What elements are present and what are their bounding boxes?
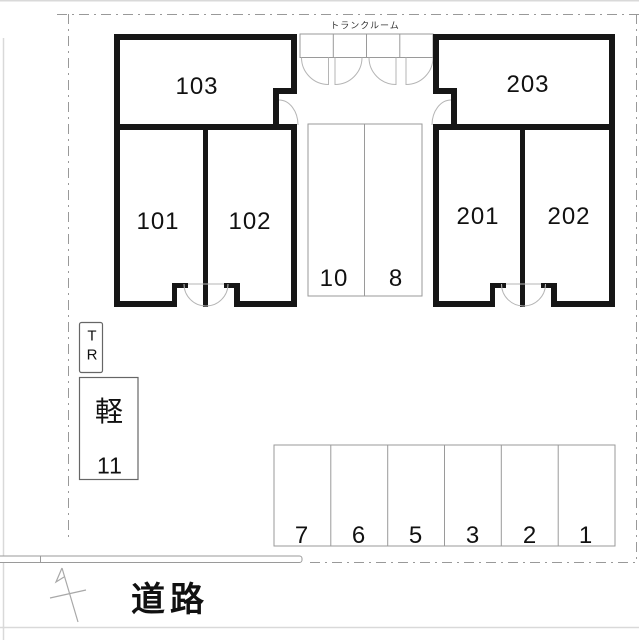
trunk-room-stalls xyxy=(299,33,434,58)
parking-stall-5: 5 xyxy=(408,522,424,549)
room-label-201: 201 xyxy=(456,203,500,230)
tr-box-letter-r: R xyxy=(86,346,98,364)
trunk-room-door-arcs xyxy=(301,57,434,86)
parking-stall-3: 3 xyxy=(465,522,481,549)
parking-stall-2: 2 xyxy=(522,522,538,549)
tr-box-letter-t: T xyxy=(87,327,97,345)
bottom-parking-stalls xyxy=(273,444,616,547)
entrance-door-arcs xyxy=(183,99,546,307)
building-left-walls xyxy=(114,34,297,307)
room-label-103: 103 xyxy=(175,73,219,100)
room-label-101: 101 xyxy=(136,208,180,235)
parking-stall-8: 8 xyxy=(388,265,404,292)
kei-stall-type-label: 軽 xyxy=(94,396,124,427)
road-label: 道路 xyxy=(131,581,209,619)
room-label-202: 202 xyxy=(547,203,591,230)
center-parking-stalls xyxy=(307,123,423,297)
parking-stall-6: 6 xyxy=(351,522,367,549)
building-right-walls xyxy=(433,34,615,307)
tr-and-kei-boxes xyxy=(78,321,139,481)
room-label-102: 102 xyxy=(228,208,272,235)
parking-stall-10: 10 xyxy=(319,265,349,292)
trunk-room-label: トランクルーム xyxy=(330,20,400,31)
kei-stall-number-11: 11 xyxy=(97,452,123,479)
north-arrow-icon xyxy=(49,567,87,623)
room-label-203: 203 xyxy=(506,71,550,98)
site-boundary-line xyxy=(57,14,639,563)
parking-stall-7: 7 xyxy=(294,522,310,549)
road-edge-bar xyxy=(0,555,303,563)
parking-stall-1: 1 xyxy=(578,522,594,549)
